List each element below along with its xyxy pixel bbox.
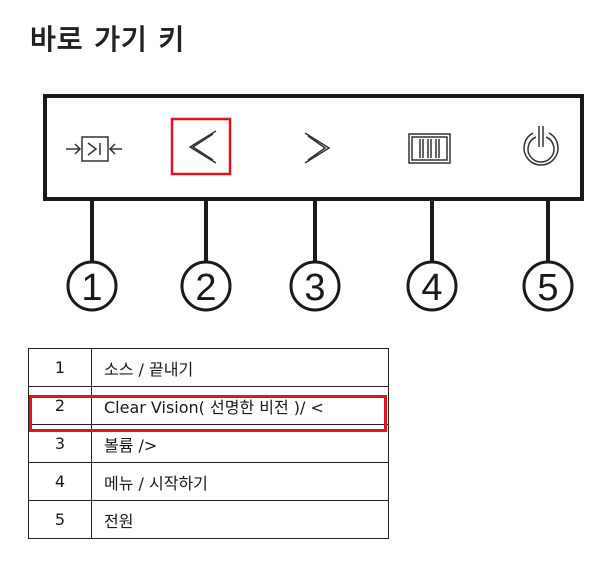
source-exit-icon (66, 136, 122, 162)
key-description: 메뉴 / 시작하기 (91, 462, 389, 501)
callout-circle-3 (289, 260, 341, 312)
key-number: 4 (28, 462, 92, 501)
power-icon (523, 126, 559, 166)
callout-number-2: 2 (195, 267, 216, 309)
callout-number-3: 3 (304, 267, 325, 309)
menu-icon (408, 133, 451, 164)
monitor-button-panel (43, 94, 584, 201)
callout-circle-1 (66, 260, 118, 312)
chevron-right-icon (304, 132, 331, 164)
key-2-highlight (170, 117, 232, 176)
callout-circle-5 (522, 260, 574, 312)
table-row: 5 전원 (28, 500, 389, 539)
key-description: 소스 / 끝내기 (91, 348, 389, 387)
table-row: 1 소스 / 끝내기 (28, 348, 389, 387)
callout-circle-2 (180, 260, 232, 312)
key-number: 5 (28, 500, 92, 539)
key-description: Clear Vision( 선명한 비전 )/ < (91, 386, 389, 425)
callout-circle-4 (406, 260, 458, 312)
table-row-highlight (29, 395, 387, 432)
button-panel-diagram: 1 2 3 4 5 (43, 94, 584, 312)
page-title: 바로 가기 키 (30, 23, 186, 56)
callout-number-1: 1 (81, 267, 102, 309)
table-row: 4 메뉴 / 시작하기 (28, 462, 389, 501)
shortcut-key-table: 1 소스 / 끝내기 2 Clear Vision( 선명한 비전 )/ < 3… (28, 348, 389, 539)
key-number: 1 (28, 348, 92, 387)
chevron-left-icon (188, 130, 217, 164)
callout-number-5: 5 (537, 267, 558, 309)
key-description: 전원 (91, 500, 389, 539)
callout-number-4: 4 (421, 267, 442, 309)
table-row: 2 Clear Vision( 선명한 비전 )/ < (28, 386, 389, 425)
